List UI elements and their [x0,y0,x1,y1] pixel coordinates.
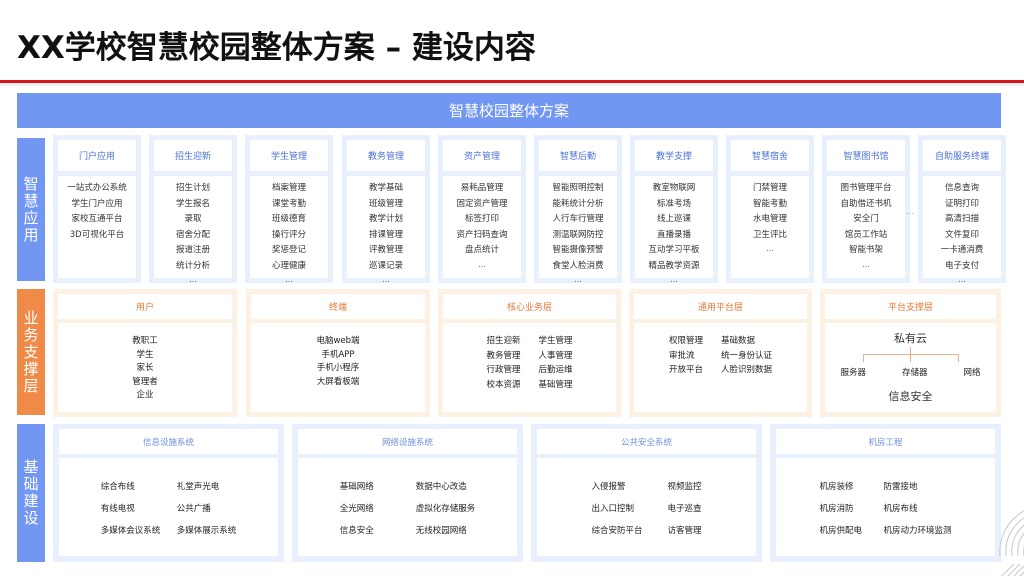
card-body: 门禁管理 智能考勤 水电管理 卫生评比 ... [731,176,809,278]
infra-card-public-safety: 公共安全系统 入侵报警 出入口控制 综合安防平台 视频监控 电子巡查 访客管理 [531,424,762,562]
app-card-self-service-kiosk: 自助服务终端 信息查询 证明打印 高清扫描 文件复印 一卡通消费 电子支付 ..… [918,135,1006,284]
card-body: 档案管理 课堂考勤 班级德育 操行评分 奖惩登记 心理健康 ... [250,176,328,284]
card-title: 自助服务终端 [923,140,1001,171]
app-card-portal: 门户应用 一站式办公系统 学生门户应用 家校互通平台 3D可视化平台 [53,135,141,283]
app-card-asset-mgmt: 资产管理 易耗品管理 固定资产管理 标签打印 资产扫码查询 盘点统计 ... [438,135,526,283]
card-title: 门户应用 [58,140,136,171]
card-body: 一站式办公系统 学生门户应用 家校互通平台 3D可视化平台 [58,176,136,278]
cloud-nodes: 服务器 存储器 网络 [840,368,981,378]
title-divider [0,80,1024,83]
app-card-smart-library: 智慧图书馆 图书管理平台 自助借还书机 安全门 馆员工作站 智能书架 ... [822,135,910,283]
card-title: 机房工程 [776,429,995,454]
biz-card-core-business: 核心业务层 招生迎新 教务管理 行政管理 校本资源 学生管理 人事管理 后勤运维… [438,289,621,417]
card-title: 智慧图书馆 [827,140,905,171]
card-title: 公共安全系统 [537,429,756,454]
card-title: 资产管理 [443,140,521,171]
card-body: 综合布线 有线电视 多媒体会议系统 礼堂声光电 公共广播 多媒体展示系统 [59,458,278,556]
infra-card-network-facilities: 网络设施系统 基础网络 全光网络 信息安全 数据中心改造 虚拟化存储服务 无线校… [292,424,523,562]
more-ellipsis: ... [670,275,678,284]
app-card-student-mgmt: 学生管理 档案管理 课堂考勤 班级德育 操行评分 奖惩登记 心理健康 ... [245,135,333,284]
card-title: 核心业务层 [443,294,616,319]
card-body: 机房装修 机房消防 机房供配电 防雷接地 机房布线 机房动力环境监测 [776,458,995,556]
app-card-academic-affairs: 教务管理 教学基础 班级管理 教学计划 排课管理 评教管理 巡课记录 ... [342,135,430,284]
card-body: 信息查询 证明打印 高清扫描 文件复印 一卡通消费 电子支付 ... [923,176,1001,284]
app-card-smart-logistics: 智慧后勤 智能照明控制 能耗统计分析 人行车行管理 测温联网防控 智能摄像预警 … [534,135,622,284]
card-title: 信息设施系统 [59,429,278,454]
more-ellipsis: ... [285,275,293,284]
layer-label-business-support: 业务支撑层 [17,289,45,415]
card-title: 招生迎新 [154,140,232,171]
solution-banner: 智慧校园整体方案 [17,93,1001,128]
cloud-tree-connector [862,347,959,362]
layer-label-infrastructure: 基础建设 [17,424,45,562]
card-title: 终端 [251,294,425,319]
card-body: 招生迎新 教务管理 行政管理 校本资源 学生管理 人事管理 后勤运维 基础管理 [443,323,616,412]
layer-label-smart-apps: 智慧应用 [17,138,45,281]
card-body: 易耗品管理 固定资产管理 标签打印 资产扫码查询 盘点统计 ... [443,176,521,278]
card-title: 网络设施系统 [298,429,517,454]
app-card-smart-dorm: 智慧宿舍 门禁管理 智能考勤 水电管理 卫生评比 ... [726,135,814,283]
biz-card-common-platform: 通用平台层 权限管理 审批流 开放平台 基础数据 统一身份认证 人脸识别数据 [629,289,812,417]
card-body: 教室物联网 标准考场 线上巡课 直播录播 互动学习平板 精品教学资源 ... [635,176,713,284]
biz-card-users: 用户 教职工 学生 家长 管理者 企业 [53,289,237,417]
card-title: 学生管理 [250,140,328,171]
infra-card-info-facilities: 信息设施系统 综合布线 有线电视 多媒体会议系统 礼堂声光电 公共广播 多媒体展… [53,424,284,562]
more-ellipsis: ... [862,259,870,269]
app-card-teaching-support: 教学支撑 教室物联网 标准考场 线上巡课 直播录播 互动学习平板 精品教学资源 … [630,135,718,284]
card-body: 权限管理 审批流 开放平台 基础数据 统一身份认证 人脸识别数据 [634,323,807,412]
card-title: 平台支撑层 [825,294,996,319]
more-ellipsis: ... [766,244,774,253]
banner-label: 智慧校园整体方案 [448,102,569,120]
more-ellipsis: ... [574,275,582,284]
card-title: 教务管理 [347,140,425,171]
info-security-label: 信息安全 [888,390,933,403]
card-body: 图书管理平台 自助借还书机 安全门 馆员工作站 智能书架 ... [827,176,905,278]
biz-card-terminals: 终端 电脑web端 手机APP 手机小程序 大屏看板端 [246,289,430,417]
card-body: 招生计划 学生报名 录取 宿舍分配 报道注册 统计分析 ... [154,176,232,284]
more-ellipsis: ... [382,275,390,284]
more-ellipsis: ... [478,259,486,269]
biz-card-platform-support: 平台支撑层 私有云 服务器 存储器 网络 信息安全 [820,289,1001,417]
more-ellipsis: ... [189,275,197,284]
card-body: 私有云 服务器 存储器 网络 信息安全 [825,323,996,412]
infra-card-server-room: 机房工程 机房装修 机房消防 机房供配电 防雷接地 机房布线 机房动力环境监测 [770,424,1001,562]
card-body: 教学基础 班级管理 教学计划 排课管理 评教管理 巡课记录 ... [347,176,425,284]
card-body: 基础网络 全光网络 信息安全 数据中心改造 虚拟化存储服务 无线校园网络 [298,458,517,556]
decorative-pattern-icon [999,510,1024,576]
card-body: 教职工 学生 家长 管理者 企业 [58,323,232,412]
card-body: 智能照明控制 能耗统计分析 人行车行管理 测温联网防控 智能摄像预警 食堂人脸消… [539,176,617,284]
more-ellipsis: ... [958,275,966,284]
private-cloud-label: 私有云 [894,332,927,345]
card-title: 用户 [58,294,232,319]
card-body: 入侵报警 出入口控制 综合安防平台 视频监控 电子巡查 访客管理 [537,458,756,556]
card-title: 智慧宿舍 [731,140,809,171]
page-title: XX学校智慧校园整体方案 – 建设内容 [17,30,536,66]
app-card-admissions: 招生迎新 招生计划 学生报名 录取 宿舍分配 报道注册 统计分析 ... [149,135,237,284]
card-title: 教学支撑 [635,140,713,171]
more-cards-ellipsis: ... [906,207,914,216]
card-body: 电脑web端 手机APP 手机小程序 大屏看板端 [251,323,425,412]
card-title: 通用平台层 [634,294,807,319]
card-title: 智慧后勤 [539,140,617,171]
